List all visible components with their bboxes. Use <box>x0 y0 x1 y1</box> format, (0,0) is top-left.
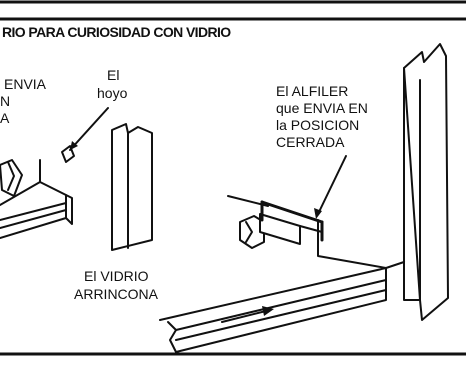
right-post <box>403 43 449 321</box>
glass-sill-to-post <box>385 261 405 269</box>
left-bolt <box>0 159 23 197</box>
left-label-line3: A <box>0 110 10 126</box>
glass-sill-back-edge <box>317 219 387 269</box>
right-glass-sill <box>159 219 405 353</box>
center-post <box>111 123 153 251</box>
glass-direction-arrow <box>221 306 274 323</box>
glass-label-line1: El VIDRIO <box>84 268 149 284</box>
left-sill-assembly <box>0 159 73 239</box>
glass-arrow-shaft <box>221 310 267 323</box>
pin-bracket-top <box>260 200 324 224</box>
left-sill-line-b <box>0 209 67 229</box>
center-post-outline <box>111 123 153 251</box>
hole-pointer-arrowhead <box>70 141 78 150</box>
pin-bolt-body <box>259 213 301 245</box>
right-post-outline <box>403 43 449 321</box>
left-label-line2: N <box>0 93 10 109</box>
pin-cylinder-detail <box>245 221 253 243</box>
hole-marker <box>61 107 109 163</box>
pin-pointer-line <box>317 155 347 215</box>
pin-label-line3: la POSICION <box>276 117 359 133</box>
left-sill-end <box>65 194 73 225</box>
glass-sill-outline <box>159 267 387 353</box>
left-bolt-detail <box>7 161 15 191</box>
left-label-line1: ENVIA <box>4 76 47 92</box>
left-sill-line-a <box>0 202 67 221</box>
diagram-title: RIO PARA CURIOSIDAD CON VIDRIO <box>2 24 231 40</box>
right-post-side <box>403 67 421 301</box>
hole-pointer-line <box>69 107 109 151</box>
pin-assembly <box>227 155 347 249</box>
pin-label-line1: El ALFILER <box>276 83 348 99</box>
glass-sill-line-b <box>175 289 387 341</box>
hole-label-line1: El <box>107 67 119 83</box>
hole-label-line2: hoyo <box>97 85 128 101</box>
pin-pointer-arrowhead <box>314 208 322 219</box>
glass-label-line2: ARRINCONA <box>74 286 159 302</box>
left-bolt-body <box>0 159 23 197</box>
glass-arrow-head <box>262 306 274 316</box>
glass-sill-broken-end <box>167 321 177 353</box>
pin-label-line4: CERRADA <box>276 134 345 150</box>
glass-sill-line-a <box>175 279 387 331</box>
pin-label-line2: que ENVIA EN <box>276 100 368 116</box>
pin-tip <box>299 225 323 233</box>
